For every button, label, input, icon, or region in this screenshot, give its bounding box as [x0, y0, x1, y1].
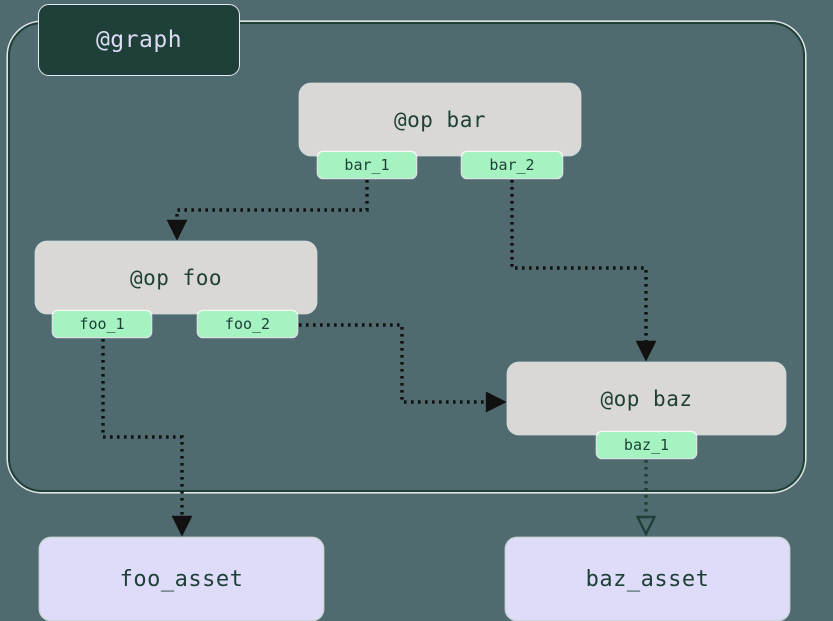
op-node-label: @op bar	[393, 107, 486, 132]
output-port-foo_2[interactable]: foo_2	[198, 311, 297, 337]
output-port-bar_1[interactable]: bar_1	[318, 152, 416, 178]
cluster-label-text: @graph	[95, 27, 183, 53]
edge-arrowhead	[171, 515, 193, 537]
cluster-label-graph[interactable]: @graph	[38, 4, 240, 76]
subgraph-cluster[interactable]	[8, 22, 805, 492]
asset-node-foo_asset[interactable]: foo_asset	[40, 538, 323, 620]
output-port-foo_1[interactable]: foo_1	[53, 311, 151, 337]
edge-arrowhead	[635, 515, 657, 537]
op-node-bar[interactable]: @op bar	[300, 84, 580, 155]
op-node-label: @op foo	[129, 265, 222, 290]
output-port-bar_2[interactable]: bar_2	[462, 152, 562, 178]
op-node-label: @op baz	[600, 386, 693, 411]
op-node-foo[interactable]: @op foo	[36, 242, 316, 313]
output-port-baz_1[interactable]: baz_1	[597, 432, 696, 458]
asset-node-baz_asset[interactable]: baz_asset	[506, 538, 789, 620]
op-node-baz[interactable]: @op baz	[508, 363, 785, 434]
